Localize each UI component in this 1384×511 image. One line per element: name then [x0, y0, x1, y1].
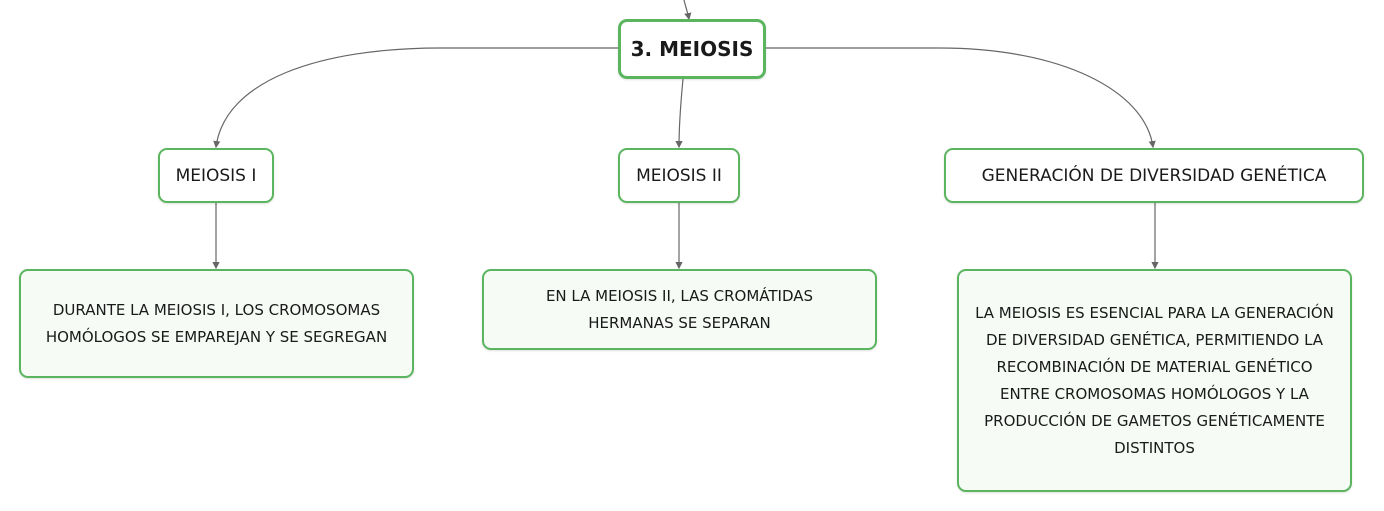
branch-node-label: MEIOSIS I [175, 165, 257, 186]
connector-root-to-diversity [766, 47, 1156, 149]
detail-node-meiosis-1[interactable]: DURANTE LA MEIOSIS I, LOS CROMOSOMAS HOM… [19, 269, 414, 378]
detail-node-text: LA MEIOSIS ES ESENCIAL PARA LA GENERACIÓ… [975, 303, 1334, 457]
connector-parent-to-root [683, 0, 692, 21]
detail-node-genetic-diversity[interactable]: LA MEIOSIS ES ESENCIAL PARA LA GENERACIÓ… [957, 269, 1352, 492]
detail-node-meiosis-2[interactable]: EN LA MEIOSIS II, LAS CROMÁTIDAS HERMANA… [482, 269, 877, 350]
branch-node-meiosis-1[interactable]: MEIOSIS I [158, 148, 274, 203]
branch-node-genetic-diversity[interactable]: GENERACIÓN DE DIVERSIDAD GENÉTICA [944, 148, 1364, 203]
detail-node-text: DURANTE LA MEIOSIS I, LOS CROMOSOMAS HOM… [45, 300, 388, 346]
root-node-label: 3. MEIOSIS [630, 37, 754, 61]
branch-node-label: GENERACIÓN DE DIVERSIDAD GENÉTICA [981, 165, 1327, 186]
root-node-meiosis[interactable]: 3. MEIOSIS [618, 19, 766, 79]
connector-root-to-meiosis-2 [675, 78, 684, 149]
branch-node-label: MEIOSIS II [636, 165, 722, 186]
detail-node-text: EN LA MEIOSIS II, LAS CROMÁTIDAS HERMANA… [545, 286, 814, 332]
connector-root-to-meiosis-1 [213, 47, 618, 149]
branch-node-meiosis-2[interactable]: MEIOSIS II [618, 148, 740, 203]
